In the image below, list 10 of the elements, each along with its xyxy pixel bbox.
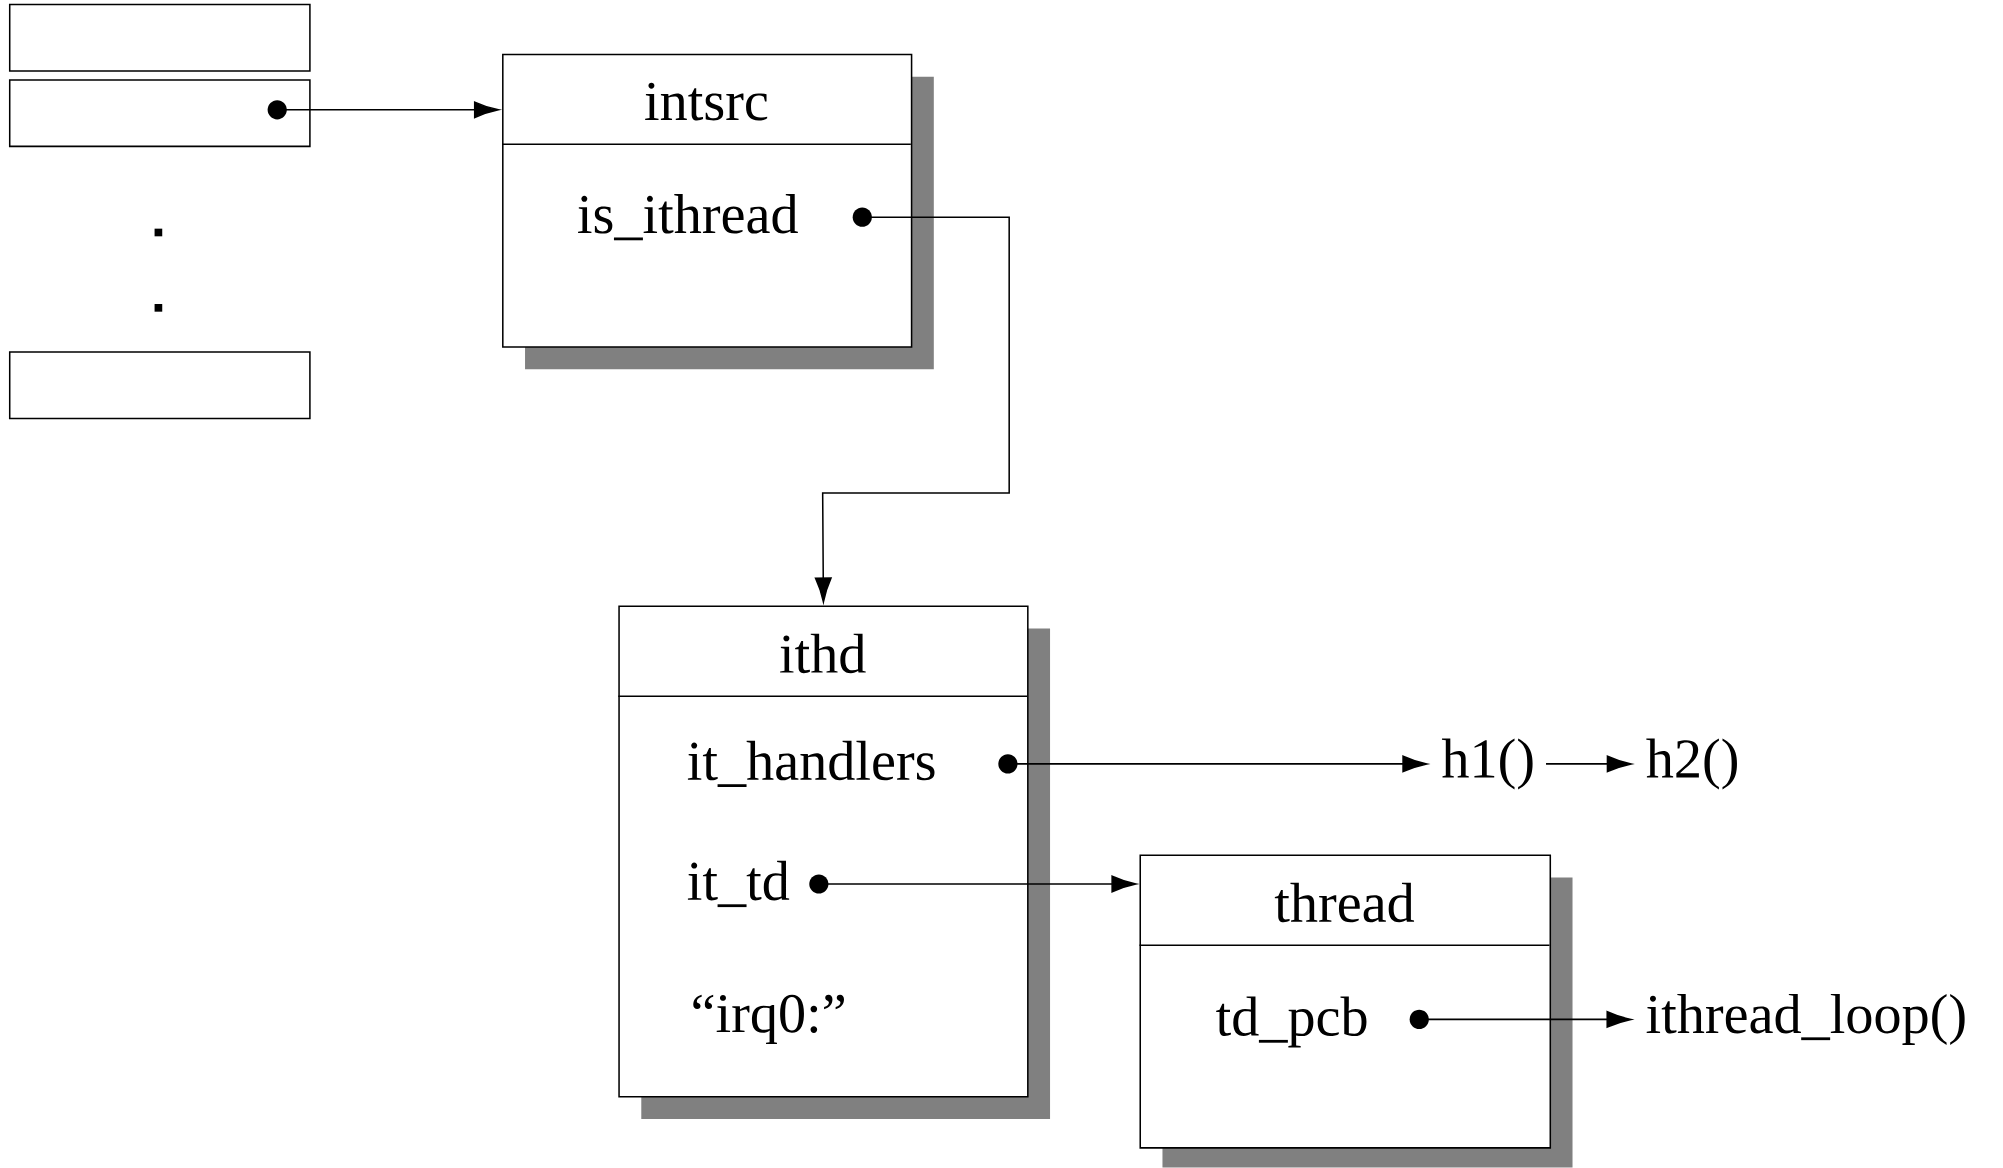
memory-slot-box xyxy=(8,4,311,72)
memory-slot-box xyxy=(8,351,311,420)
function-name: h2() xyxy=(1646,738,1737,790)
pointer-arrow xyxy=(1545,755,1632,773)
memory-slot-box xyxy=(8,79,311,148)
pointer-arrow xyxy=(267,100,500,120)
function-name: ithread_loop() xyxy=(1646,994,1965,1046)
function-name: h1() xyxy=(1441,738,1533,790)
pointer-arrow xyxy=(814,207,1010,603)
pointer-arrow xyxy=(998,754,1428,774)
